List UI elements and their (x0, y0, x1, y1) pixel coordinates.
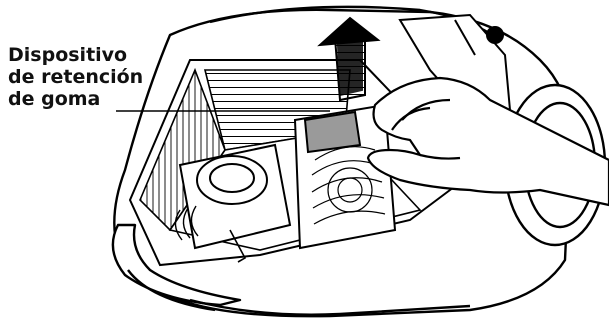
rubber-retention-device (305, 112, 360, 152)
callout-label: Dispositivo de retención de goma (8, 44, 143, 110)
callout-line-1: Dispositivo (8, 44, 143, 66)
callout-line-2: de retención (8, 66, 143, 88)
callout-line-3: de goma (8, 88, 143, 110)
